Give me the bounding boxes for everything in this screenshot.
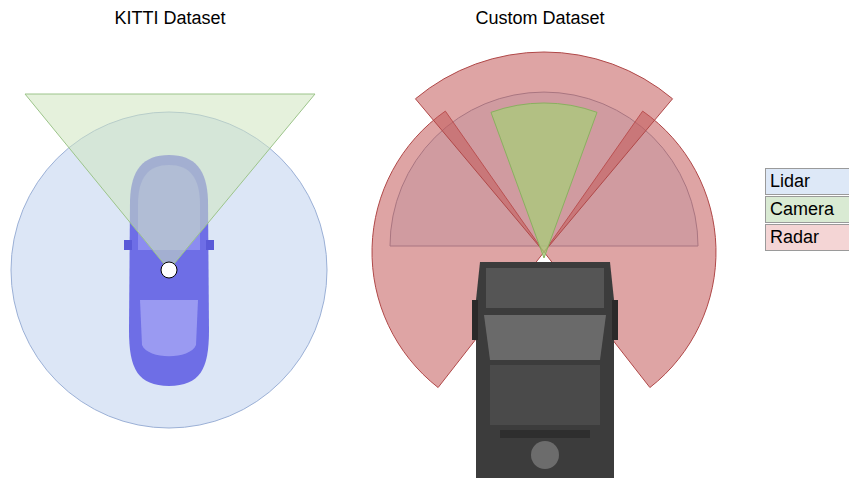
legend-swatch: Radar [765, 224, 849, 251]
legend-text: Camera [770, 199, 834, 219]
legend-text: Lidar [770, 171, 810, 191]
truck [472, 262, 618, 478]
sensor-origin [161, 262, 177, 278]
camera-fov [25, 94, 315, 270]
dataset-title: KITTI Dataset [114, 8, 225, 29]
legend-swatch: Lidar [765, 168, 849, 195]
legend-swatch: Camera [765, 196, 849, 223]
dataset-title: Custom Dataset [475, 8, 604, 29]
legend-text: Radar [770, 227, 819, 247]
camera-fov [491, 103, 597, 258]
